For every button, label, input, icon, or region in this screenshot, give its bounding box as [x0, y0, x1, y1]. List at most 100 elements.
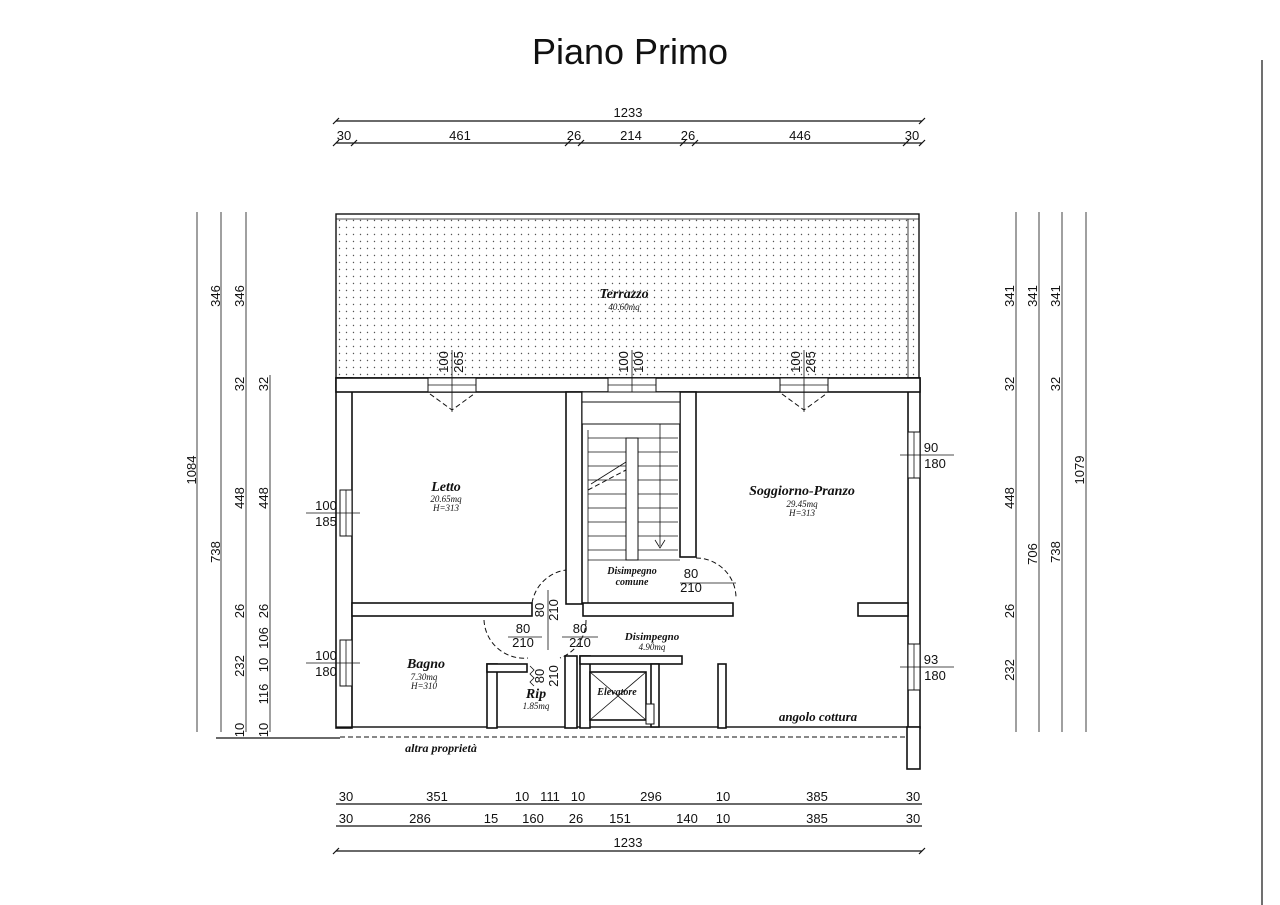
svg-text:10: 10 — [256, 723, 271, 737]
dim-top-seg: 26 — [681, 128, 695, 143]
dim-top-total: 1233 — [614, 105, 643, 120]
svg-text:180: 180 — [924, 668, 946, 683]
svg-text:210: 210 — [546, 599, 561, 621]
svg-text:80: 80 — [532, 603, 547, 617]
svg-text:151: 151 — [609, 811, 631, 826]
svg-text:140: 140 — [676, 811, 698, 826]
svg-text:296: 296 — [640, 789, 662, 804]
dim-top-seg: 461 — [449, 128, 471, 143]
svg-text:10: 10 — [571, 789, 585, 804]
svg-text:116: 116 — [256, 684, 271, 705]
svg-text:100: 100 — [616, 351, 631, 373]
elevator — [589, 671, 655, 725]
svg-text:80: 80 — [684, 566, 698, 581]
svg-text:265: 265 — [803, 351, 818, 373]
room-area-soggiorno: 29.45mq — [786, 499, 818, 509]
label-altra-proprieta: altra proprietà — [405, 741, 477, 755]
room-label-disimpegno-comune-2: comune — [616, 577, 649, 588]
room-area-rip: 1.85mq — [523, 701, 550, 711]
dim-top-seg: 26 — [567, 128, 581, 143]
svg-text:341: 341 — [1048, 285, 1063, 307]
top-dimensions: 1233 30 461 26 214 26 446 30 — [332, 105, 926, 147]
room-area-bagno: 7.30mq — [411, 672, 438, 682]
svg-text:30: 30 — [339, 811, 353, 826]
svg-text:210: 210 — [569, 635, 591, 650]
svg-text:30: 30 — [906, 811, 920, 826]
svg-text:351: 351 — [426, 789, 448, 804]
svg-text:32: 32 — [1002, 377, 1017, 391]
svg-text:210: 210 — [680, 580, 702, 595]
dim-top-seg: 446 — [789, 128, 811, 143]
room-label-soggiorno: Soggiorno-Pranzo — [749, 484, 855, 499]
window-labels: 100 265 100 100 100 265 100 185 100 180 … — [306, 350, 954, 683]
svg-text:265: 265 — [451, 351, 466, 373]
svg-text:210: 210 — [512, 635, 534, 650]
svg-text:32: 32 — [1048, 377, 1063, 391]
svg-text:26: 26 — [569, 811, 583, 826]
svg-text:10: 10 — [232, 723, 247, 737]
svg-text:15: 15 — [484, 811, 498, 826]
svg-text:346: 346 — [232, 285, 247, 307]
svg-text:341: 341 — [1025, 285, 1040, 307]
dim-left-total: 1084 — [184, 456, 199, 485]
room-area-letto: 20.65mq — [430, 494, 462, 504]
svg-text:80: 80 — [516, 621, 530, 636]
svg-text:32: 32 — [232, 377, 247, 391]
svg-text:10: 10 — [515, 789, 529, 804]
svg-text:286: 286 — [409, 811, 431, 826]
right-dimensions: 341 32 448 26 232 341 706 341 32 738 107… — [1002, 212, 1087, 732]
svg-text:100: 100 — [315, 648, 337, 663]
room-height-letto: H=313 — [432, 503, 460, 513]
room-label-terrazzo: Terrazzo — [599, 287, 648, 302]
doors: 80 210 80 210 80 210 80 210 80 210 — [483, 557, 737, 687]
svg-text:90: 90 — [924, 440, 938, 455]
svg-text:10: 10 — [716, 811, 730, 826]
staircase — [581, 391, 681, 603]
room-label-elevatore: Elevatore — [596, 687, 637, 698]
room-label-angolo-cottura: angolo cottura — [779, 709, 858, 724]
svg-text:180: 180 — [924, 456, 946, 471]
page-title: Piano Primo — [532, 31, 728, 72]
room-area-disimpegno: 4.90mq — [639, 642, 666, 652]
svg-text:448: 448 — [1002, 487, 1017, 509]
svg-text:10: 10 — [256, 658, 271, 672]
svg-text:100: 100 — [436, 351, 451, 373]
room-height-soggiorno: H=313 — [788, 508, 816, 518]
svg-text:111: 111 — [540, 789, 560, 804]
svg-text:93: 93 — [924, 652, 938, 667]
svg-text:106: 106 — [256, 627, 271, 649]
svg-text:706: 706 — [1025, 543, 1040, 565]
room-label-rip: Rip — [525, 687, 546, 702]
dim-top-seg: 214 — [620, 128, 642, 143]
room-labels: Letto 20.65mq H=313 Soggiorno-Pranzo 29.… — [405, 480, 858, 755]
svg-text:100: 100 — [788, 351, 803, 373]
svg-text:448: 448 — [232, 487, 247, 509]
svg-text:26: 26 — [1002, 604, 1017, 618]
room-label-disimpegno: Disimpegno — [624, 631, 680, 643]
svg-text:26: 26 — [256, 604, 271, 618]
left-dimensions: 1084 346 738 346 32 448 26 232 32 448 26… — [184, 212, 340, 739]
svg-text:232: 232 — [232, 655, 247, 677]
svg-text:346: 346 — [208, 285, 223, 307]
svg-text:30: 30 — [339, 789, 353, 804]
room-label-disimpegno-comune: Disimpegno — [606, 566, 656, 577]
svg-text:738: 738 — [1048, 541, 1063, 563]
bottom-dimensions: 30 351 10 111 10 296 10 385 30 30 286 15… — [332, 789, 926, 855]
svg-text:385: 385 — [806, 789, 828, 804]
svg-text:80: 80 — [532, 669, 547, 683]
svg-text:100: 100 — [315, 498, 337, 513]
svg-text:10: 10 — [716, 789, 730, 804]
svg-text:232: 232 — [1002, 659, 1017, 681]
dim-top-seg: 30 — [337, 128, 351, 143]
room-area-terrazzo: 40.60mq — [608, 302, 640, 312]
svg-text:80: 80 — [573, 621, 587, 636]
svg-text:30: 30 — [906, 789, 920, 804]
dim-top-seg: 30 — [905, 128, 919, 143]
svg-text:341: 341 — [1002, 285, 1017, 307]
svg-text:185: 185 — [315, 514, 337, 529]
svg-text:160: 160 — [522, 811, 544, 826]
room-label-letto: Letto — [430, 480, 461, 495]
svg-text:738: 738 — [208, 541, 223, 563]
svg-text:385: 385 — [806, 811, 828, 826]
